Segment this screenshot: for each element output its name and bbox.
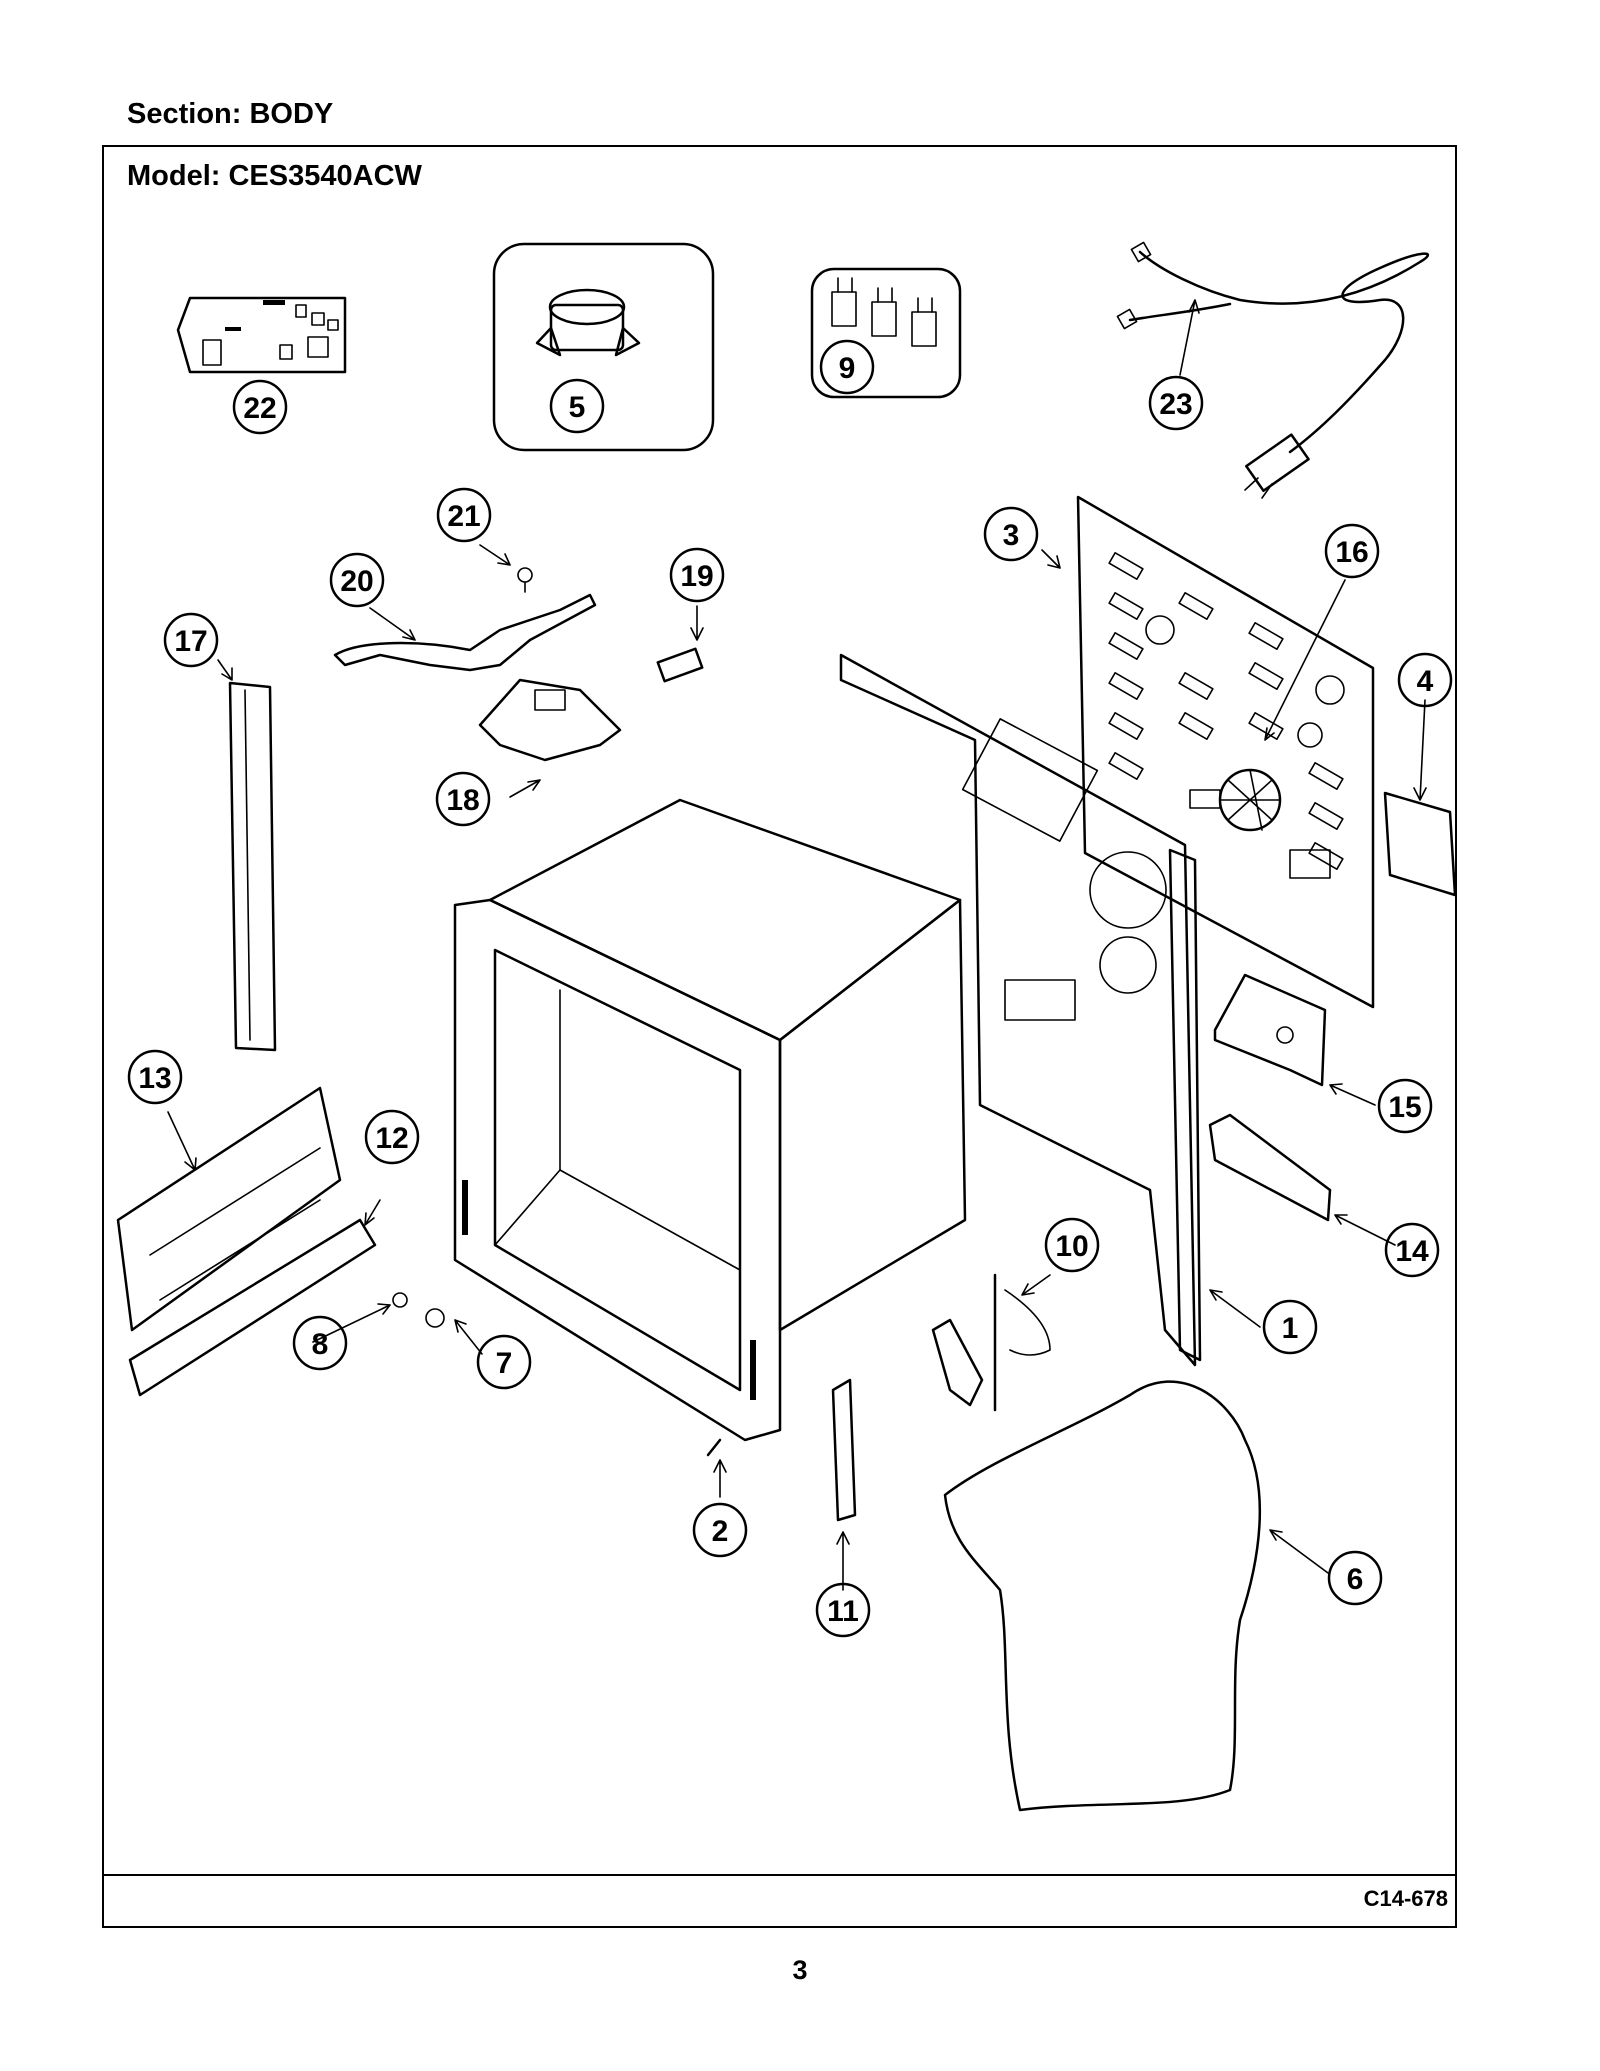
vertical-rail-part: [228, 681, 277, 1052]
callout-1: 1: [1262, 1299, 1318, 1355]
screw-21-part: [517, 567, 533, 593]
svg-text:6: 6: [1347, 1563, 1364, 1596]
diagram-frame: [102, 145, 1457, 1928]
callout-8: 8: [292, 1315, 348, 1371]
callout-14: 14: [1384, 1222, 1440, 1278]
svg-text:10: 10: [1055, 1230, 1088, 1263]
door-latch-lever-part: [333, 593, 597, 672]
svg-text:16: 16: [1335, 536, 1368, 569]
svg-text:9: 9: [839, 352, 856, 385]
svg-text:20: 20: [340, 565, 373, 598]
callout-15: 15: [1377, 1078, 1433, 1134]
insulation-part: [943, 1380, 1262, 1812]
callout-21: 21: [436, 487, 492, 543]
screw-8-part: [392, 1292, 408, 1308]
mounting-bracket-part: [1213, 973, 1327, 1087]
svg-text:13: 13: [138, 1062, 171, 1095]
hinge-receiver-part: [831, 1378, 857, 1522]
side-panel-part: [839, 653, 1202, 1367]
callout-12: 12: [364, 1109, 420, 1165]
callout-5: 5: [549, 378, 605, 434]
callout-10: 10: [1044, 1217, 1100, 1273]
control-board-part: [176, 296, 347, 374]
back-panel-part: [1076, 495, 1375, 1009]
latch-bracket-part: [478, 678, 622, 762]
svg-text:23: 23: [1159, 388, 1192, 421]
svg-text:17: 17: [174, 625, 207, 658]
svg-text:19: 19: [680, 560, 713, 593]
callout-11: 11: [815, 1582, 871, 1638]
screw-7-part: [425, 1308, 445, 1328]
power-cord-part: [1116, 241, 1429, 499]
switch-set-part: [810, 267, 962, 399]
fan-part: [1189, 768, 1282, 832]
oven-cavity-part: [453, 798, 967, 1442]
svg-text:8: 8: [312, 1328, 329, 1361]
cover-plate-part: [1383, 791, 1457, 897]
callout-3: 3: [983, 506, 1039, 562]
svg-text:12: 12: [375, 1122, 408, 1155]
callout-20: 20: [329, 552, 385, 608]
callout-2: 2: [692, 1502, 748, 1558]
door-hinge-part: [931, 1273, 1051, 1412]
leader-lines: [167, 299, 1427, 1591]
svg-text:5: 5: [569, 391, 586, 424]
svg-text:18: 18: [446, 784, 479, 817]
svg-text:1: 1: [1282, 1312, 1299, 1345]
callout-13: 13: [127, 1049, 183, 1105]
footer-divider: [102, 1874, 1457, 1876]
svg-text:3: 3: [1003, 519, 1020, 552]
callout-7: 7: [476, 1334, 532, 1390]
door-switch-part: [656, 647, 704, 683]
callout-4: 4: [1397, 652, 1453, 708]
svg-text:21: 21: [447, 500, 480, 533]
diagram-code: C14-678: [1363, 1886, 1448, 1911]
svg-text:14: 14: [1395, 1235, 1429, 1268]
section-title: Section: BODY: [127, 98, 334, 130]
bottom-bracket-part: [116, 1086, 342, 1332]
svg-text:2: 2: [712, 1515, 729, 1548]
callout-23: 23: [1148, 375, 1204, 431]
thermal-switch-part: [492, 242, 715, 452]
callout-17: 17: [163, 612, 219, 668]
page-number: 3: [792, 1955, 808, 1985]
callout-9: 9: [819, 339, 875, 395]
callout-22: 22: [232, 379, 288, 435]
callout-18: 18: [435, 771, 491, 827]
callout-16: 16: [1324, 523, 1380, 579]
model-title: Model: CES3540ACW: [127, 160, 422, 192]
svg-text:4: 4: [1417, 665, 1434, 698]
callout-19: 19: [669, 547, 725, 603]
svg-text:22: 22: [243, 392, 276, 425]
kick-strip-part: [128, 1218, 377, 1397]
side-rail-part: [1208, 1113, 1332, 1222]
svg-text:11: 11: [827, 1595, 859, 1628]
svg-text:7: 7: [496, 1347, 513, 1380]
svg-text:15: 15: [1388, 1091, 1421, 1124]
screw-2-part: [706, 1438, 722, 1457]
callout-6: 6: [1327, 1550, 1383, 1606]
